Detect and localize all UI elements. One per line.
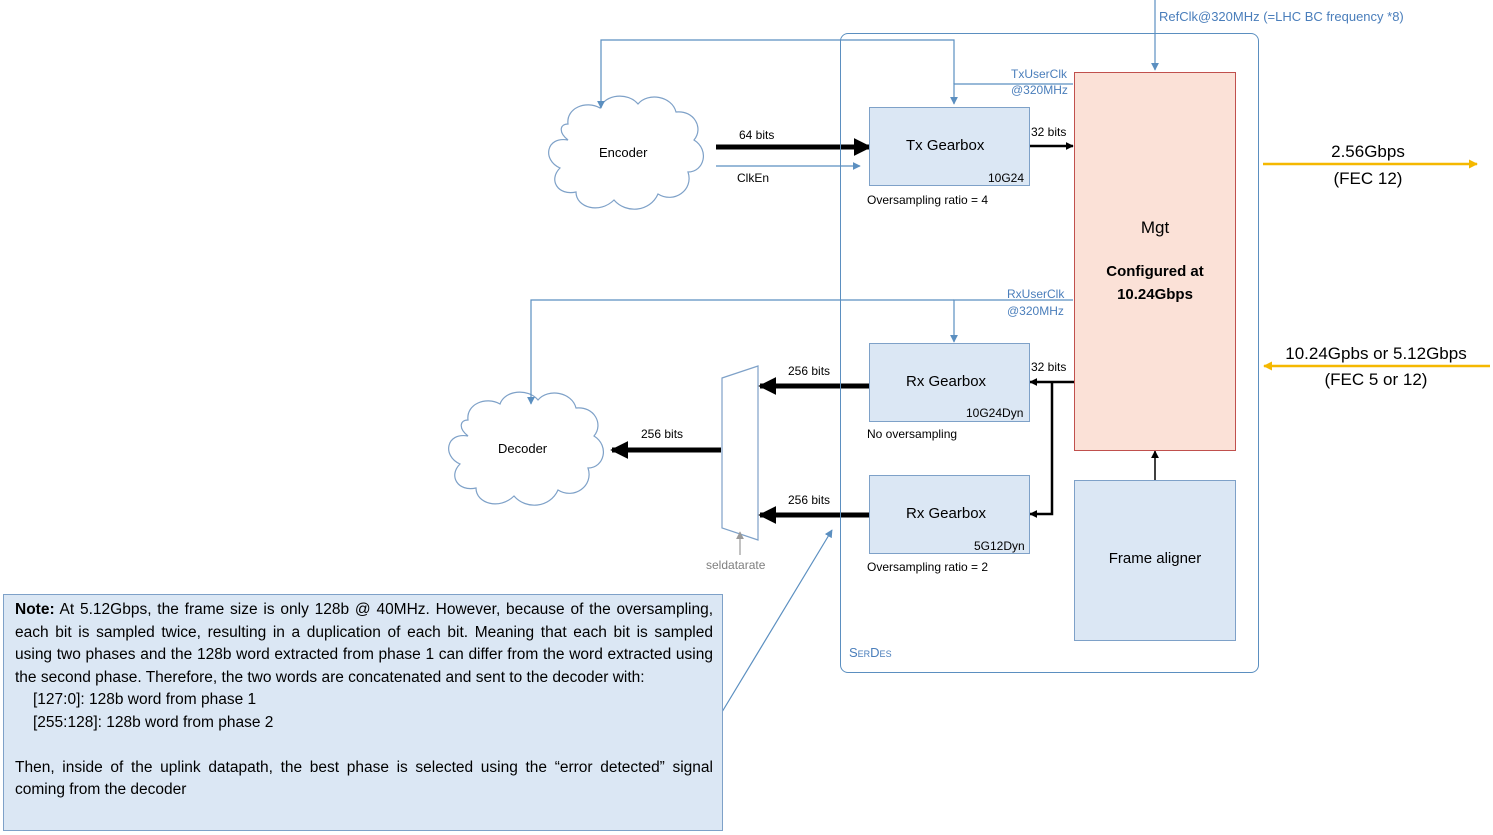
rx-gearbox-2-title: Rx Gearbox (906, 505, 987, 522)
note-text: At 5.12Gbps, the frame size is only 128b… (15, 601, 713, 686)
mux-shape (721, 365, 759, 541)
seldatarate-label: seldatarate (706, 558, 766, 572)
rx-gearbox-2-caption: Oversampling ratio = 2 (867, 560, 989, 574)
note-paragraph: Note: At 5.12Gbps, the frame size is onl… (15, 599, 713, 689)
rx-gearbox-1 (869, 343, 1030, 422)
note-pointer-line (721, 529, 833, 713)
note-bold-label: Note: (15, 601, 55, 618)
mgt-to-rx-bits-label: 32 bits (1031, 360, 1067, 374)
refclk-label: RefClk@320MHz (=LHC BC frequency *8) (1159, 9, 1404, 24)
rx1-to-mux-bits-label: 256 bits (788, 364, 831, 378)
rx-gearbox-1-title: Rx Gearbox (906, 373, 987, 390)
txuserclk-label: TxUserClk (1011, 67, 1067, 81)
encoder-label: Encoder (599, 145, 648, 160)
decoder-label: Decoder (498, 441, 548, 456)
tx-link-rate: 2.56Gbps (1331, 142, 1405, 161)
tx-link-fec: (FEC 12) (1333, 169, 1403, 188)
rx-gearbox-2-mode: 5G12Dyn (974, 539, 1025, 553)
tx-to-mgt-bits-label: 32 bits (1031, 125, 1067, 139)
tx-gearbox-mode: 10G24 (988, 171, 1025, 185)
rxuserclk-freq-label: @320MHz (1007, 304, 1064, 318)
rx2-to-mux-bits-label: 256 bits (788, 493, 831, 507)
rxuserclk-to-decoder-line (527, 299, 954, 405)
serdes-label: SerDes (849, 645, 892, 660)
mgt-box (1074, 72, 1236, 451)
tx-gearbox (869, 107, 1030, 186)
rx-link-rate: 10.24Gpbs or 5.12Gbps (1285, 344, 1467, 363)
clken-label: ClkEn (737, 171, 770, 185)
rxuserclk-label: RxUserClk (1007, 287, 1065, 301)
rx-gearbox-2 (869, 475, 1030, 554)
frame-aligner-label: Frame aligner (1108, 550, 1202, 567)
encoder-cloud (548, 95, 704, 210)
tx-gearbox-caption: Oversampling ratio = 4 (867, 193, 989, 207)
mgt-title: Mgt (1140, 218, 1170, 237)
tx-gearbox-title: Tx Gearbox (906, 137, 985, 154)
frame-aligner-box (1074, 480, 1236, 641)
mgt-config-line2: 10.24Gbps (1117, 286, 1193, 303)
enc-to-tx-bits-label: 64 bits (739, 128, 775, 142)
mgt-config-line1: Configured at (1106, 263, 1204, 280)
txuserclk-freq-label: @320MHz (1011, 83, 1068, 97)
mux-to-dec-bits-label: 256 bits (641, 427, 684, 441)
serdes-frame (840, 33, 1259, 673)
note-paragraph-2: Then, inside of the uplink datapath, the… (15, 758, 713, 799)
mgt-to-rx2-arrow (1029, 382, 1054, 518)
note-item-2: [255:128]: 128b word from phase 2 (33, 713, 274, 731)
decoder-cloud (448, 391, 604, 506)
rx-gearbox-1-mode: 10G24Dyn (966, 406, 1024, 420)
rx-link-fec: (FEC 5 or 12) (1324, 370, 1428, 389)
txuserclk-to-encoder-line (597, 39, 955, 109)
note-box: Note: At 5.12Gbps, the frame size is onl… (3, 594, 723, 831)
rx-gearbox-1-caption: No oversampling (867, 427, 958, 441)
note-item-1: [127:0]: 128b word from phase 1 (33, 691, 257, 709)
